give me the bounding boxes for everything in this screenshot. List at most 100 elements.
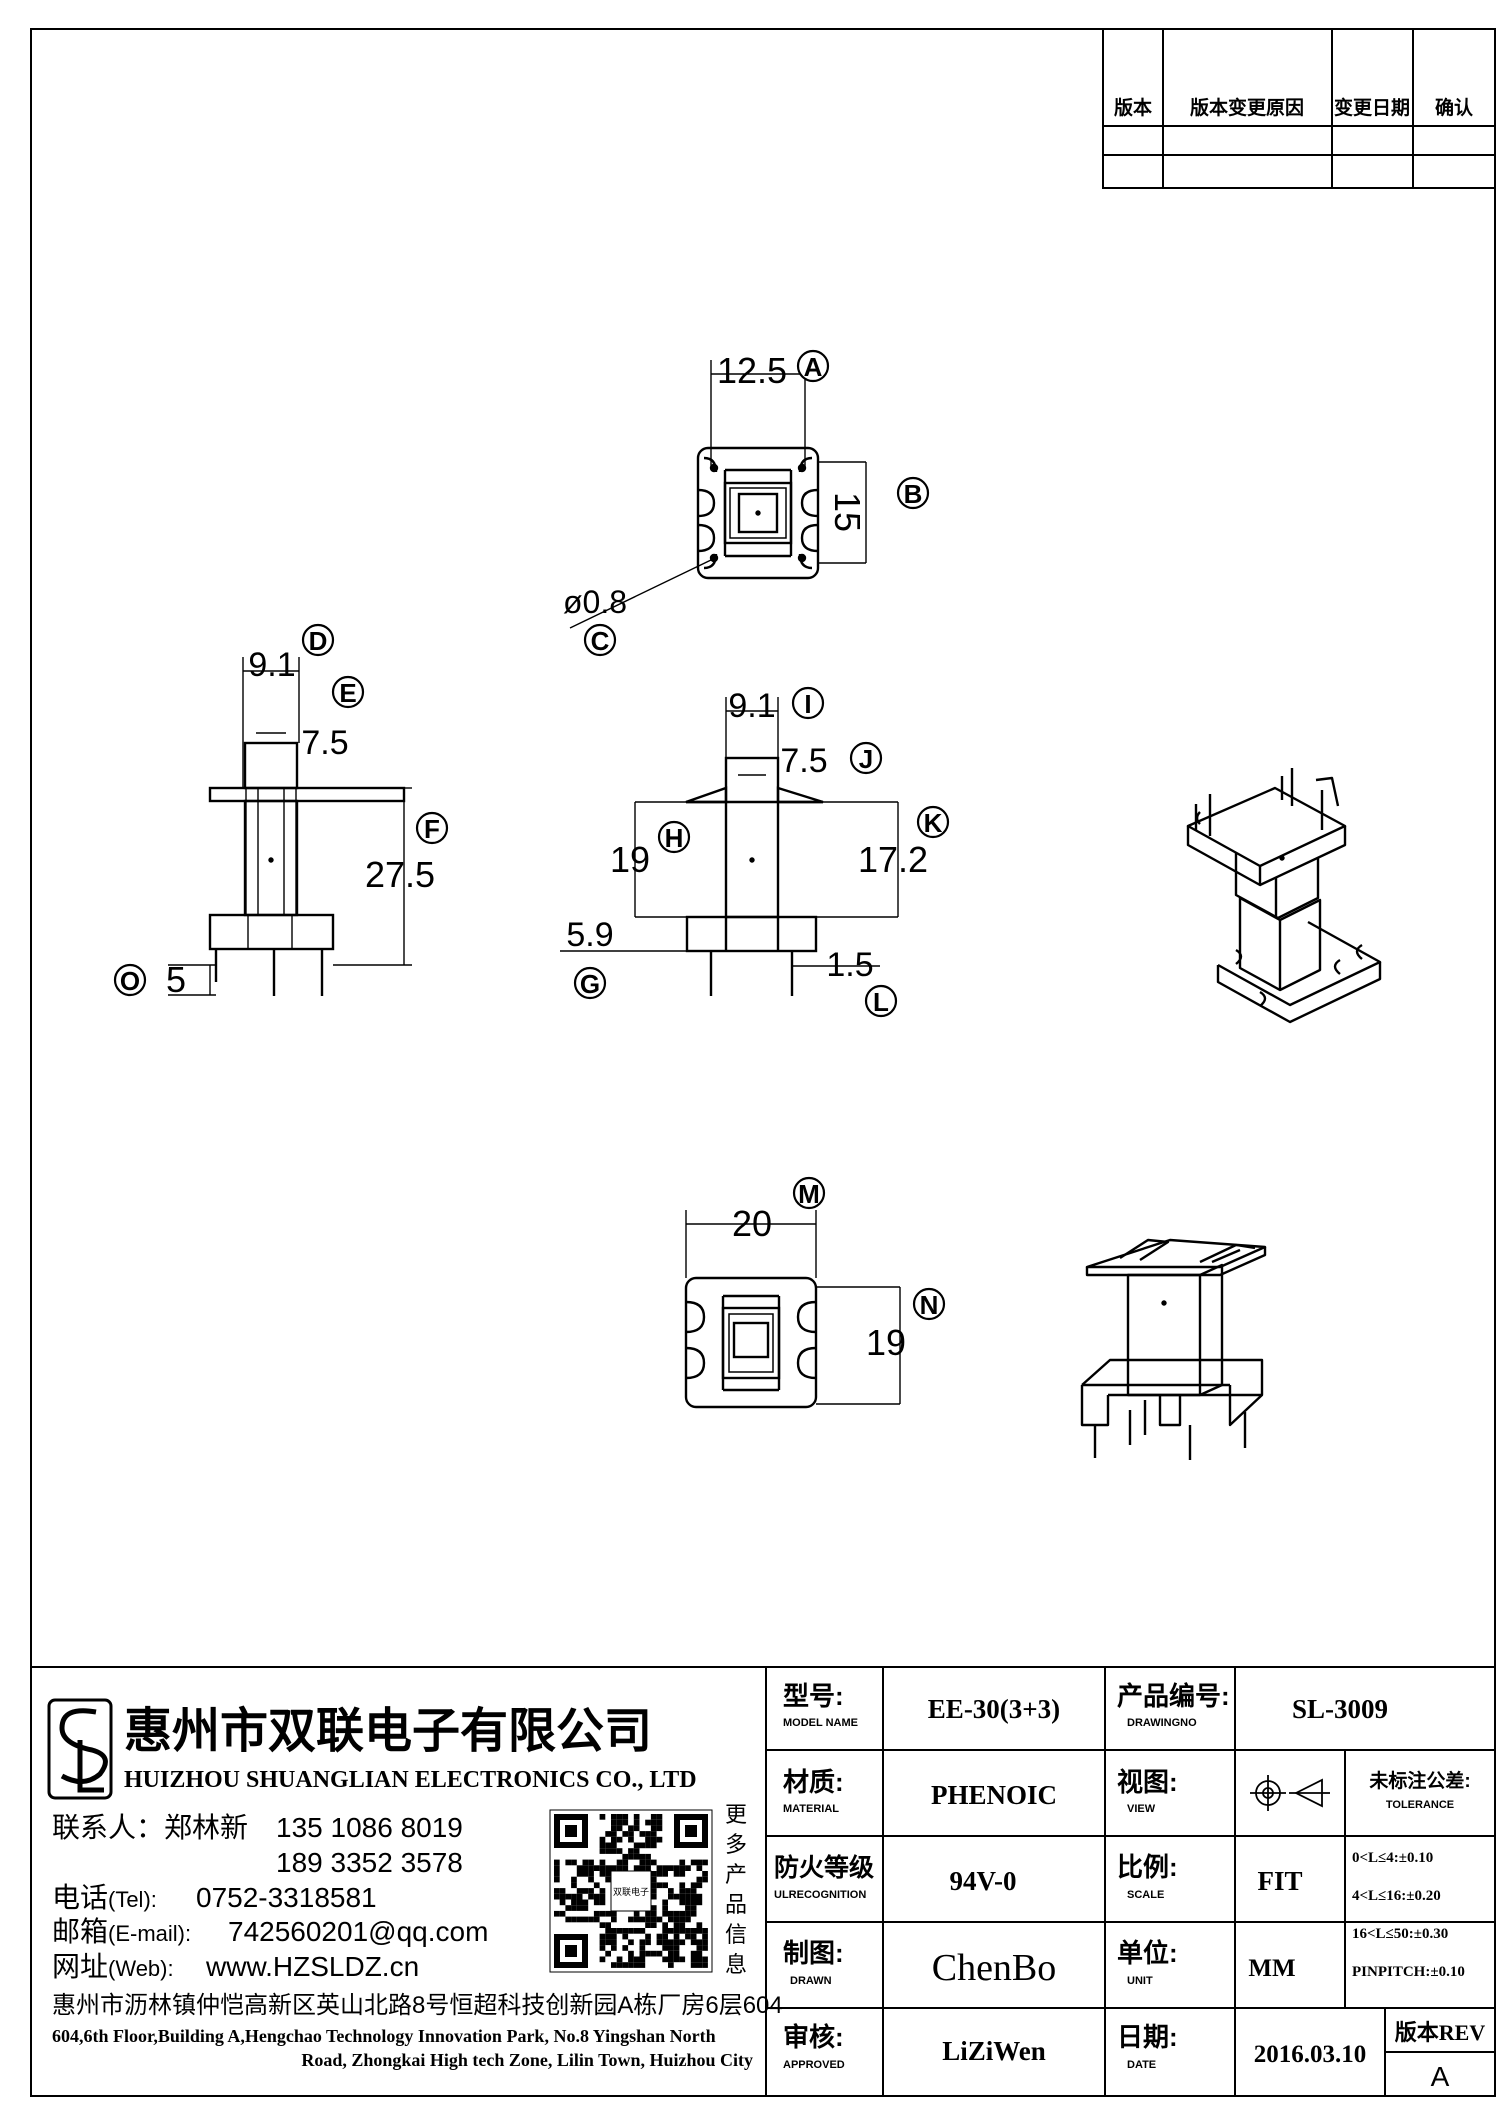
svg-text:742560201@qq.com: 742560201@qq.com <box>228 1916 488 1947</box>
qr-module <box>645 1853 651 1860</box>
qr-module <box>571 1859 577 1866</box>
qr-module <box>593 1916 600 1923</box>
qr-module <box>582 1871 589 1877</box>
qr-module <box>662 1956 668 1963</box>
qr-module <box>622 1814 629 1820</box>
qr-module <box>650 1893 657 1900</box>
qr-module <box>576 1888 583 1894</box>
qr-module <box>571 1899 577 1906</box>
callout-O: O <box>113 963 147 997</box>
value-rev: A <box>1431 2061 1450 2092</box>
qr-module <box>599 1939 606 1946</box>
qr-module <box>628 1836 634 1843</box>
qr-label: 双联电子 <box>613 1886 649 1897</box>
qr-module <box>633 1916 640 1923</box>
qr-module <box>702 1876 708 1883</box>
svg-text:K: K <box>924 808 943 838</box>
isometric-view-top <box>1186 768 1382 1024</box>
qr-module <box>599 1848 606 1854</box>
qr-module <box>628 1950 634 1957</box>
qr-module <box>576 1865 583 1871</box>
qr-module <box>565 1893 572 1900</box>
address-en-1: 604,6th Floor,Building A,Hengchao Techno… <box>52 2026 716 2046</box>
qr-module <box>656 1933 663 1940</box>
qr-module <box>696 1859 703 1866</box>
callout-J: J <box>849 741 883 775</box>
qr-module <box>645 1831 651 1837</box>
qr-module <box>696 1950 703 1957</box>
qr-module <box>662 1928 668 1934</box>
qr-module <box>582 1859 589 1866</box>
svg-text:H: H <box>665 823 684 853</box>
qr-module <box>554 1888 560 1894</box>
value-scale: FIT <box>1257 1866 1302 1896</box>
qr-module <box>650 1842 657 1849</box>
qr-module <box>656 1939 663 1946</box>
qr-module <box>554 1876 560 1883</box>
qr-module <box>639 1859 646 1866</box>
qr-module <box>645 1842 651 1849</box>
callout-C: C <box>583 623 617 657</box>
rev-header-date: 变更日期 <box>1334 96 1410 119</box>
qr-module <box>673 1945 680 1951</box>
label-drawn-en: DRAWN <box>790 1975 832 1987</box>
qr-module <box>633 1853 640 1860</box>
qr-module <box>639 1945 646 1951</box>
qr-module <box>593 1882 600 1889</box>
label-drawing-no-en: DRAWINGNO <box>1127 1717 1197 1729</box>
qr-module <box>576 1893 583 1900</box>
qr-module <box>611 1831 617 1837</box>
qr-module <box>616 1962 623 1968</box>
qr-module <box>673 1939 680 1946</box>
qr-module <box>668 1888 674 1894</box>
tolerance-4: PINPITCH:±0.10 <box>1352 1964 1465 1980</box>
callout-K: K <box>916 805 950 839</box>
qr-module <box>639 1831 646 1837</box>
label-unit: 单位: <box>1117 1938 1178 1968</box>
qr-module <box>565 1859 572 1866</box>
callout-A: A <box>796 349 830 383</box>
qr-module <box>668 1962 674 1968</box>
contact-phone-1: 135 1086 8019 <box>276 1812 463 1843</box>
qr-module <box>611 1865 617 1871</box>
qr-module <box>673 1916 680 1923</box>
qr-module <box>696 1928 703 1934</box>
qr-module <box>611 1939 617 1946</box>
qr-module <box>702 1945 708 1951</box>
dim-19-bottom: 19 <box>866 1322 906 1363</box>
qr-module <box>639 1928 646 1934</box>
qr-module <box>611 1814 617 1820</box>
qr-module <box>588 1893 594 1900</box>
qr-module <box>622 1928 629 1934</box>
qr-module <box>605 1871 611 1877</box>
qr-module <box>639 1842 646 1849</box>
qr-module <box>605 1848 611 1854</box>
qr-module <box>650 1888 657 1894</box>
qr-module <box>673 1922 680 1928</box>
qr-module <box>571 1916 577 1923</box>
qr-module <box>662 1871 668 1877</box>
tolerance-1: 0<L≤4:±0.10 <box>1352 1850 1433 1866</box>
svg-text:C: C <box>591 626 610 656</box>
svg-text:息: 息 <box>725 1952 747 1977</box>
qr-module <box>696 1865 703 1871</box>
qr-module <box>582 1899 589 1906</box>
dim-9-1-mid: 9.1 <box>728 687 775 725</box>
qr-module <box>611 1819 617 1826</box>
side-view-left <box>168 657 412 996</box>
qr-module <box>588 1871 594 1877</box>
qr-module <box>611 1842 617 1849</box>
svg-text:A: A <box>804 352 823 382</box>
qr-module <box>554 1865 560 1871</box>
company-name-en: HUIZHOU SHUANGLIAN ELECTRONICS CO., LTD <box>124 1767 697 1793</box>
qr-module <box>582 1888 589 1894</box>
value-approved: LiZiWen <box>942 2036 1046 2066</box>
qr-module <box>690 1905 697 1911</box>
title-block-grid <box>765 1667 1495 2096</box>
qr-module <box>554 1893 560 1900</box>
qr-module <box>576 1871 583 1877</box>
dim-12-5: 12.5 <box>717 350 787 391</box>
qr-module <box>662 1939 668 1946</box>
qr-module <box>690 1933 697 1940</box>
qr-module <box>645 1859 651 1866</box>
